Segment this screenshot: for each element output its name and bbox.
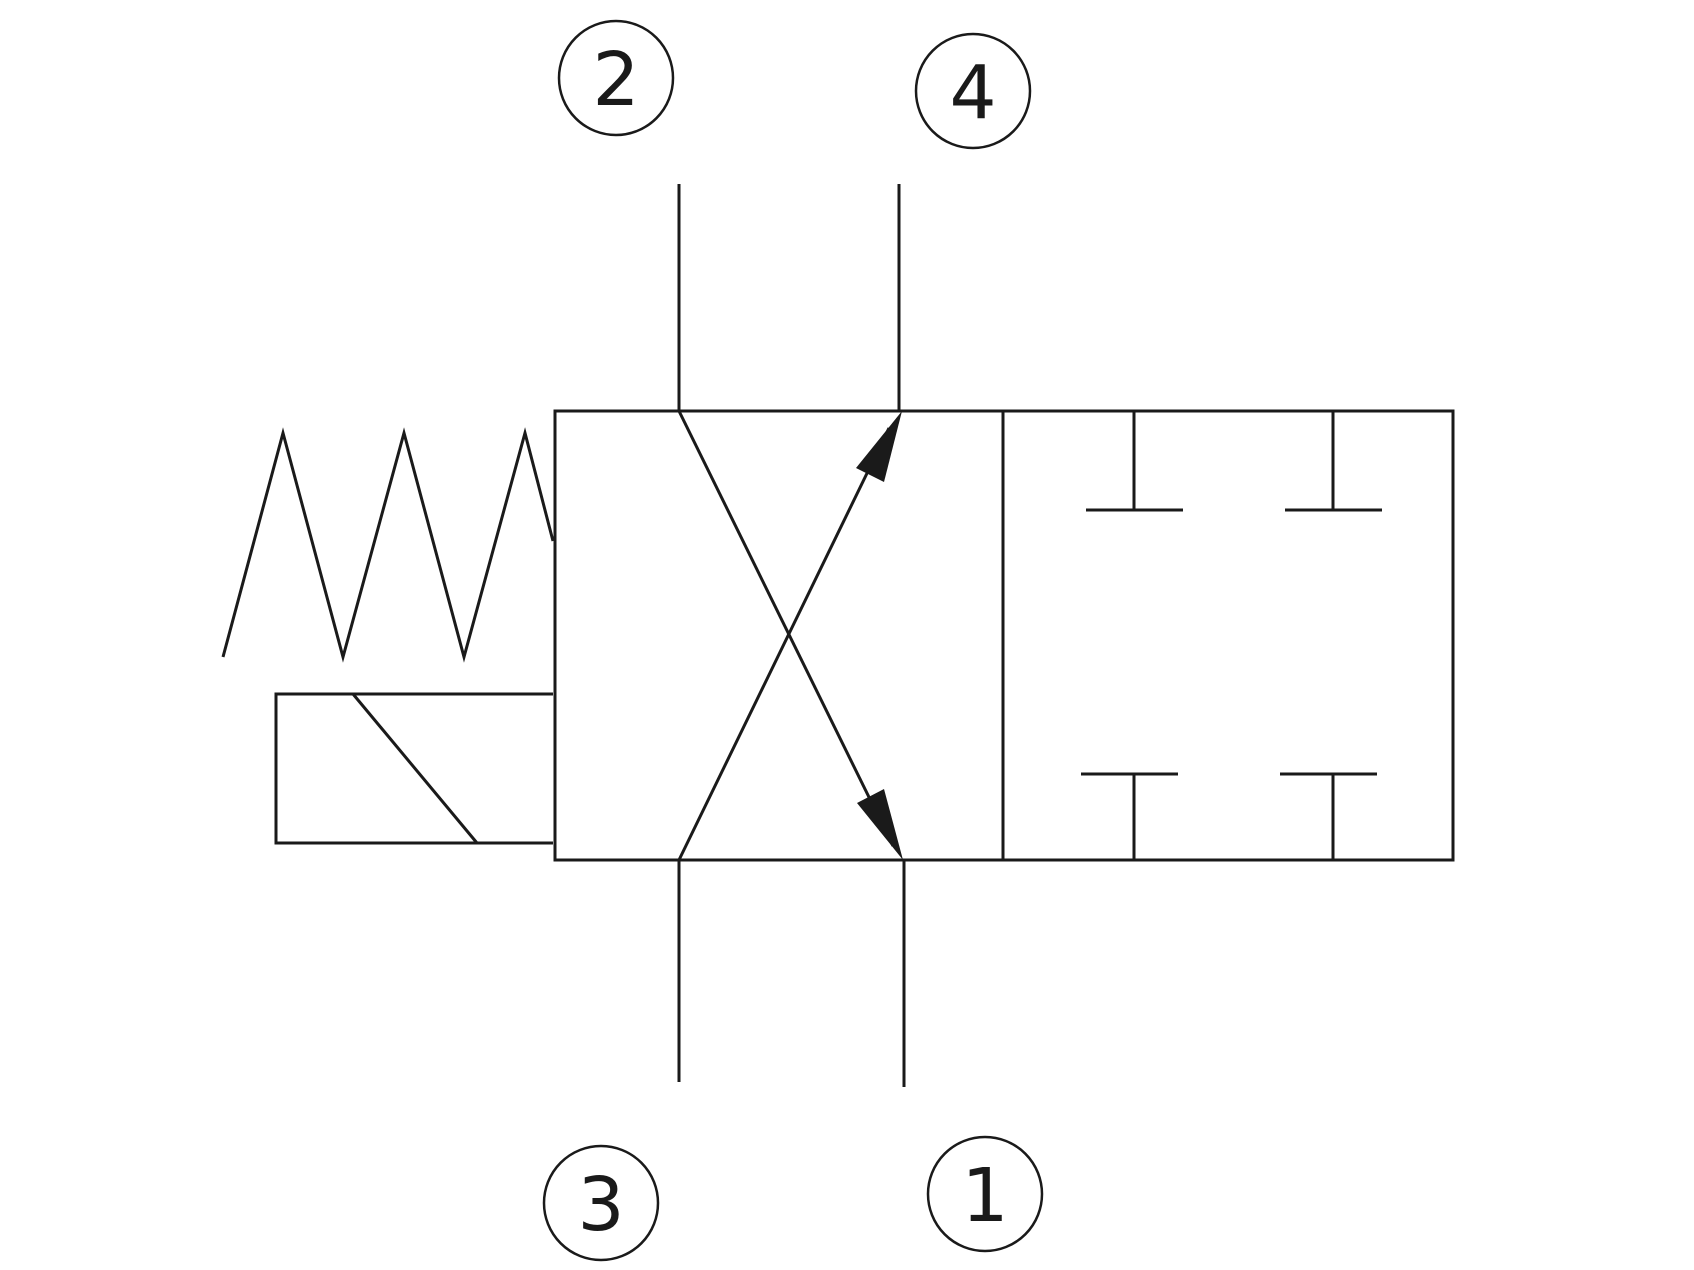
svg-text:3: 3 [577, 1162, 624, 1248]
flow-arrow-up-icon [856, 411, 902, 482]
flow-arrow-down-icon [857, 789, 903, 860]
port-label-4: 4 [914, 32, 1032, 150]
solenoid-symbol [274, 692, 553, 845]
svg-text:4: 4 [949, 50, 996, 136]
svg-text:2: 2 [592, 37, 639, 123]
port-label-3: 3 [542, 1144, 660, 1262]
valve-envelope-crossed [553, 409, 1005, 862]
svg-text:1: 1 [961, 1153, 1008, 1239]
port-label-1: 1 [926, 1135, 1044, 1253]
spring-symbol [221, 427, 555, 663]
port-label-2: 2 [557, 19, 675, 137]
valve-envelope-blocked [1001, 409, 1455, 862]
